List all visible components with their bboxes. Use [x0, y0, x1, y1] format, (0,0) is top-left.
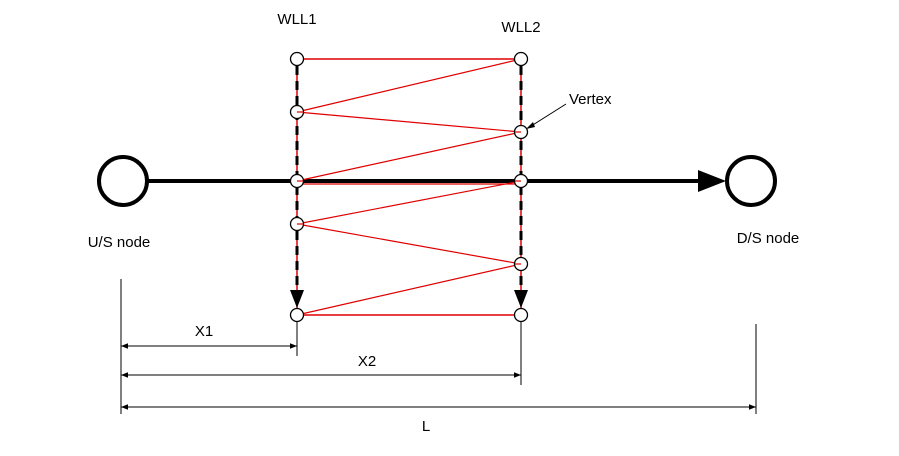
vertex-ticks: [297, 111, 521, 265]
mesh-zigzag: [296, 58, 522, 316]
us-node-label: U/S node: [88, 234, 151, 251]
wll1-arrowhead: [290, 290, 304, 308]
vertex-point: [289, 307, 305, 323]
l-label: L: [422, 418, 430, 435]
vertex-leader: [527, 103, 567, 129]
vertex-leader-arrowhead: [526, 122, 535, 129]
x2-label: X2: [358, 353, 376, 370]
vertex-label: Vertex: [569, 91, 612, 108]
us-node: [97, 155, 149, 207]
vertex-points: [289, 51, 529, 323]
wll2-label: WLL2: [501, 19, 540, 36]
flow-arrowhead: [698, 170, 726, 192]
vertex-point: [513, 51, 529, 67]
wll1-label: WLL1: [277, 11, 316, 28]
ds-node-label: D/S node: [737, 230, 800, 247]
vertex-point: [289, 51, 305, 67]
x1-label: X1: [195, 323, 213, 340]
wll2-arrowhead: [514, 290, 528, 308]
ds-node: [725, 155, 777, 207]
vertex-point: [513, 307, 529, 323]
